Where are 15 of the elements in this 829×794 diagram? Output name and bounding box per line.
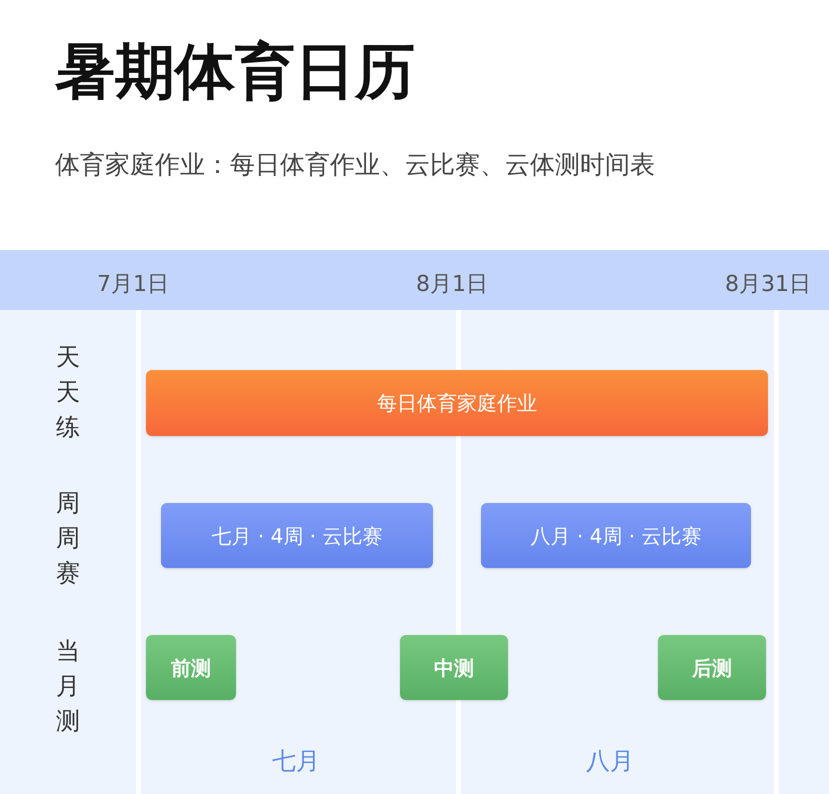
row-label: 周周赛 <box>56 488 80 589</box>
schedule-bar: 后测 <box>658 635 766 700</box>
schedule-bar: 中测 <box>400 635 508 700</box>
month-label: 七月 <box>272 746 320 777</box>
schedule-bar: 前测 <box>146 635 236 700</box>
row-label: 当月测 <box>56 636 80 737</box>
subtitle: 体育家庭作业：每日体育作业、云比赛、云体测时间表 <box>55 149 655 181</box>
date-label: 8月1日 <box>416 271 488 299</box>
date-label: 8月31日 <box>725 271 811 299</box>
month-label: 八月 <box>586 746 634 777</box>
schedule-bar: 七月 · 4周 · 云比赛 <box>161 503 433 568</box>
schedule-bar: 八月 · 4周 · 云比赛 <box>481 503 751 568</box>
row-label: 天天练 <box>56 342 80 443</box>
schedule-bar: 每日体育家庭作业 <box>146 370 768 436</box>
date-label: 7月1日 <box>97 271 169 299</box>
